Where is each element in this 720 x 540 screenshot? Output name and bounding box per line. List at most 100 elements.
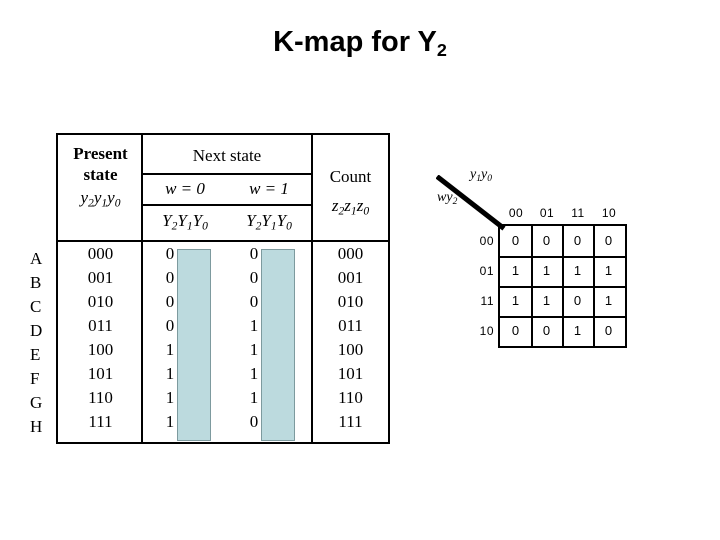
kmap-cell[interactable]: 1 bbox=[604, 293, 613, 308]
cell-count: 100 bbox=[337, 340, 364, 359]
highlight-bar-w1 bbox=[261, 249, 295, 441]
kmap-hline-3 bbox=[500, 316, 625, 318]
table-row: 101 1 1 101 bbox=[58, 362, 388, 386]
kmap-row-label: 10 bbox=[479, 324, 494, 338]
kmap-col-axis-label: y1y0 bbox=[470, 167, 492, 184]
state-transition-table: Present state y2y1y0 Next state w = 0 w … bbox=[56, 133, 390, 444]
header-w-equals-0: w = 0 bbox=[165, 179, 205, 198]
cell-count: 000 bbox=[337, 244, 364, 263]
table-row: 011 0 1 011 bbox=[58, 314, 388, 338]
cell-next-state-w0: 1 bbox=[165, 412, 175, 431]
kmap-cell[interactable]: 0 bbox=[604, 233, 613, 248]
kmap-row-label: 01 bbox=[479, 264, 494, 278]
kmap-cell[interactable]: 1 bbox=[542, 263, 551, 278]
header-rule-w-columns bbox=[143, 204, 311, 206]
kmap-cell[interactable]: 1 bbox=[511, 293, 520, 308]
header-w-equals-1: w = 1 bbox=[249, 179, 289, 198]
header-rule-body bbox=[58, 240, 388, 242]
header-rule-next-state bbox=[143, 173, 311, 175]
kmap-row-label: 00 bbox=[479, 234, 494, 248]
cell-next-state-w1: 0 bbox=[249, 268, 259, 287]
cell-next-state-w1: 0 bbox=[249, 244, 259, 263]
kmap-cell[interactable]: 0 bbox=[573, 293, 582, 308]
header-present-state-line2: state bbox=[83, 165, 118, 184]
cell-count: 111 bbox=[338, 412, 363, 431]
table-column-divider-count bbox=[311, 135, 313, 442]
cell-next-state-w0: 1 bbox=[165, 340, 175, 359]
cell-next-state-w0: 1 bbox=[165, 388, 175, 407]
kmap-cell[interactable]: 1 bbox=[573, 263, 582, 278]
row-letter: C bbox=[30, 297, 42, 316]
row-letter: F bbox=[30, 369, 40, 388]
table-row: 110 1 1 110 bbox=[58, 386, 388, 410]
header-count: Count bbox=[329, 167, 372, 186]
table-row: 100 1 1 100 bbox=[58, 338, 388, 362]
cell-next-state-w1: 1 bbox=[249, 316, 259, 335]
header-present-state-line1: Present bbox=[73, 144, 128, 163]
cell-present-state: 010 bbox=[87, 292, 114, 311]
page-title: K-map for Y2 bbox=[0, 26, 720, 61]
header-next-state: Next state bbox=[192, 146, 262, 165]
cell-count: 110 bbox=[338, 388, 363, 407]
kmap-col-label: 00 bbox=[508, 206, 524, 220]
cell-next-state-w1: 1 bbox=[249, 340, 259, 359]
cell-present-state: 110 bbox=[88, 388, 113, 407]
table-row: 001 0 0 001 bbox=[58, 266, 388, 290]
kmap-hline-2 bbox=[500, 286, 625, 288]
highlight-bar-w0 bbox=[177, 249, 211, 441]
cell-count: 101 bbox=[337, 364, 364, 383]
cell-next-state-w0: 1 bbox=[165, 364, 175, 383]
cell-present-state: 000 bbox=[87, 244, 114, 263]
kmap-row-label: 11 bbox=[480, 294, 494, 308]
cell-present-state: 101 bbox=[87, 364, 114, 383]
kmap-col-label: 01 bbox=[539, 206, 555, 220]
kmap-cell[interactable]: 1 bbox=[511, 263, 520, 278]
cell-count: 010 bbox=[337, 292, 364, 311]
cell-count: 001 bbox=[337, 268, 364, 287]
kmap-row-axis-label: wy2 bbox=[437, 190, 458, 207]
row-letter: D bbox=[30, 321, 43, 340]
cell-next-state-w1: 1 bbox=[249, 364, 259, 383]
table-column-divider-present bbox=[141, 135, 143, 442]
row-letter: E bbox=[30, 345, 41, 364]
row-letter: A bbox=[30, 249, 43, 268]
header-count-vars: z2z1z0 bbox=[331, 196, 370, 218]
cell-present-state: 100 bbox=[87, 340, 114, 359]
header-present-state-vars: y2y1y0 bbox=[80, 188, 121, 210]
cell-next-state-w1: 1 bbox=[249, 388, 259, 407]
table-row: 010 0 0 010 bbox=[58, 290, 388, 314]
kmap-grid: 0 0 0 0 1 1 1 1 1 1 0 1 0 0 1 0 bbox=[498, 224, 627, 348]
cell-next-state-w0: 0 bbox=[165, 244, 175, 263]
cell-next-state-w1: 0 bbox=[249, 412, 259, 431]
kmap-cell[interactable]: 0 bbox=[542, 323, 551, 338]
kmap-cell[interactable]: 0 bbox=[511, 233, 520, 248]
kmap-cell[interactable]: 0 bbox=[511, 323, 520, 338]
cell-present-state: 001 bbox=[87, 268, 114, 287]
cell-count: 011 bbox=[338, 316, 363, 335]
cell-present-state: 111 bbox=[88, 412, 113, 431]
kmap-cell[interactable]: 0 bbox=[542, 233, 551, 248]
kmap-col-label: 11 bbox=[571, 206, 585, 220]
cell-next-state-w1: 0 bbox=[249, 292, 259, 311]
kmap-col-label: 10 bbox=[601, 206, 617, 220]
page-title-subscript: 2 bbox=[436, 40, 447, 61]
row-letter: H bbox=[30, 417, 43, 436]
cell-next-state-w0: 0 bbox=[165, 316, 175, 335]
row-letter: G bbox=[30, 393, 43, 412]
kmap-cell[interactable]: 1 bbox=[573, 323, 582, 338]
row-letter: B bbox=[30, 273, 42, 292]
cell-present-state: 011 bbox=[88, 316, 113, 335]
kmap-cell[interactable]: 1 bbox=[542, 293, 551, 308]
kmap-cell[interactable]: 0 bbox=[573, 233, 582, 248]
kmap-cell[interactable]: 1 bbox=[604, 263, 613, 278]
page-title-text: K-map for Y bbox=[273, 26, 437, 58]
header-next-vars-w0: Y2Y1Y0 bbox=[162, 211, 208, 233]
cell-next-state-w0: 0 bbox=[165, 292, 175, 311]
cell-next-state-w0: 0 bbox=[165, 268, 175, 287]
kmap-hline-1 bbox=[500, 256, 625, 258]
kmap-cell[interactable]: 0 bbox=[604, 323, 613, 338]
